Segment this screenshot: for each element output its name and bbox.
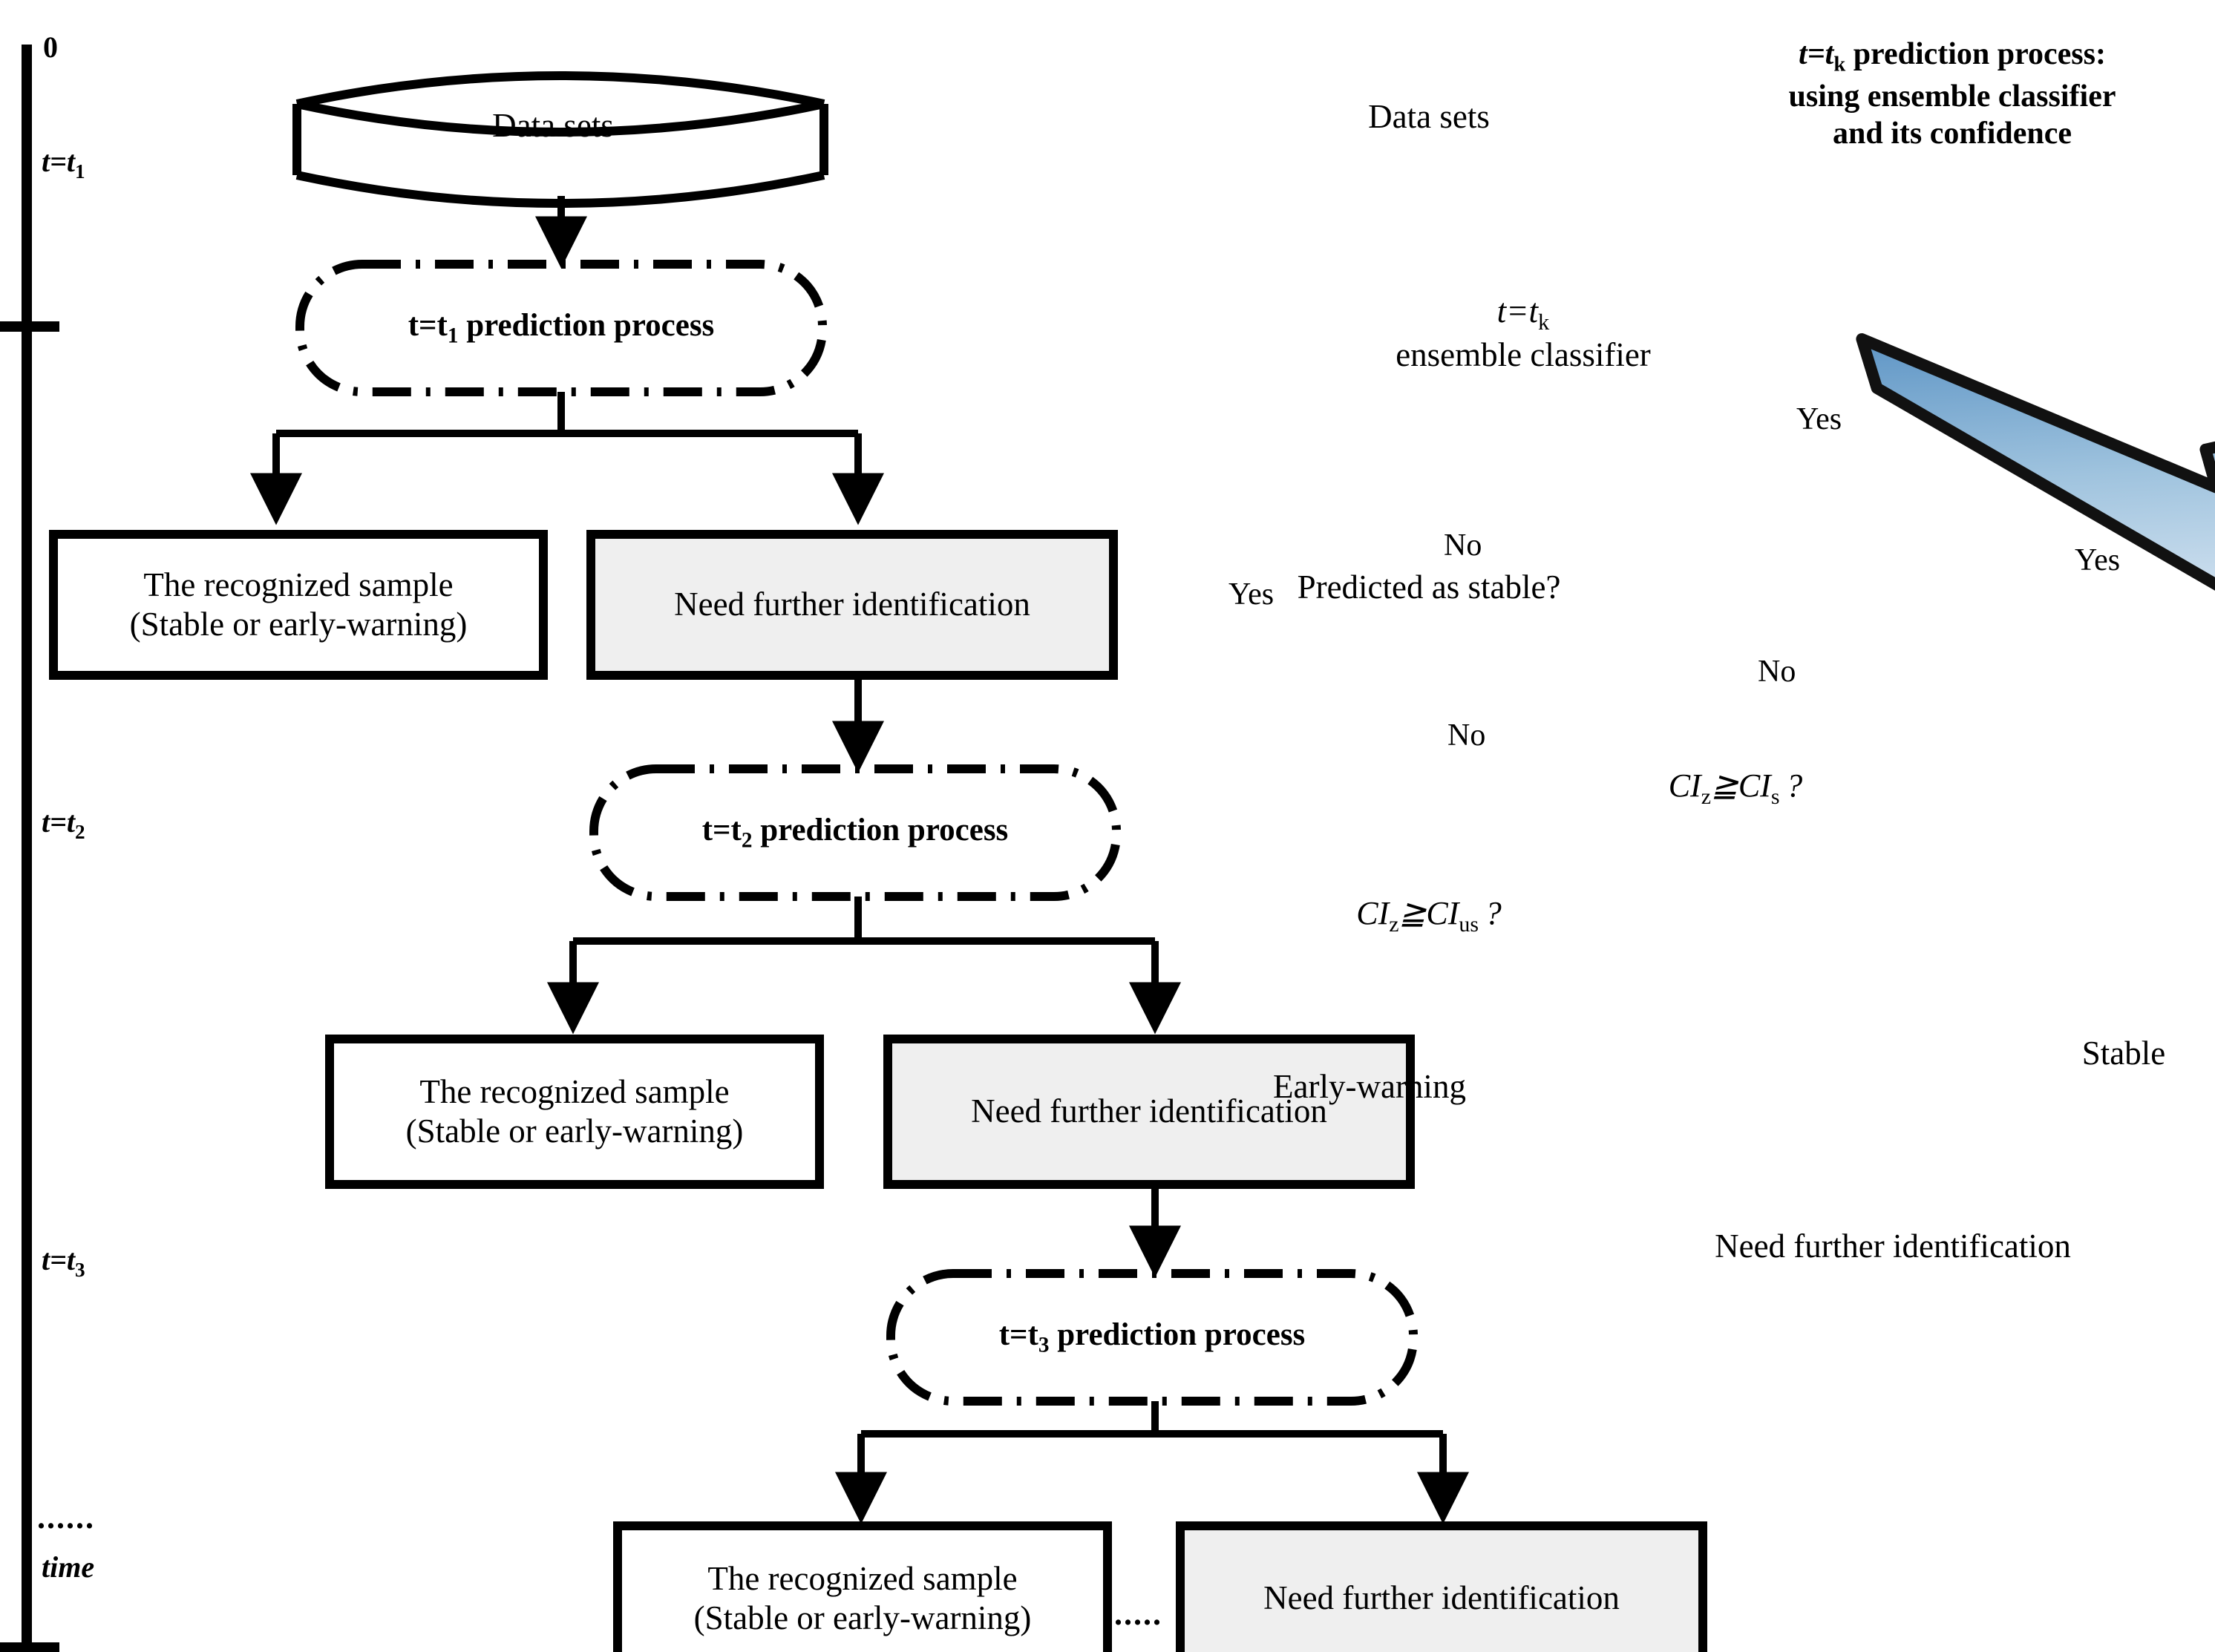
recognized-box-t1 xyxy=(49,530,548,680)
recognized-line1-t1: The recognized sample xyxy=(143,566,454,603)
early-warning-label: Early-warning xyxy=(1273,1068,1466,1106)
process-label-t3: t=t3 prediction process xyxy=(998,1317,1306,1357)
timeline-ellipsis: ...... xyxy=(37,1499,95,1535)
callout-arrow-icon xyxy=(1856,332,2215,612)
recognized-line1-t3: The recognized sample xyxy=(707,1559,1018,1597)
process-label-t2: t=t2 prediction process xyxy=(701,812,1009,853)
decision-label-ci-s: CIz≧CIs ? xyxy=(1668,767,1803,809)
tk-panel-header-line2: using ensemble classifier xyxy=(1788,79,2116,114)
right-datasets-label: Data sets xyxy=(1368,98,1490,136)
recognized-line2-t2: (Stable or early-warning) xyxy=(405,1112,744,1150)
tk-panel-header: t=tk prediction process: using ensemble … xyxy=(1715,36,2190,152)
stable-label: Stable xyxy=(2081,1035,2166,1072)
timeline-tick-t2-label: t=t2 xyxy=(42,805,85,843)
decision-label-ci-us: CIz≧CIus ? xyxy=(1356,894,1502,937)
left-datasets-cylinder xyxy=(292,71,828,208)
edge-label-cis-no: No xyxy=(1758,655,1796,689)
process-label-t1: t=t1 prediction process xyxy=(408,307,715,348)
further-box-t2 xyxy=(883,1035,1415,1189)
recognized-box-t3 xyxy=(613,1521,1112,1652)
classifier-line1: t=tk xyxy=(1496,292,1550,335)
process-box-t2 xyxy=(589,764,1121,901)
recognized-label-t2: The recognized sample (Stable or early-w… xyxy=(330,1039,819,1184)
timeline-axis-label: time xyxy=(42,1550,95,1584)
classifier-line2: ensemble classifier xyxy=(1396,336,1651,373)
timeline-tick-t3-label: t=t3 xyxy=(42,1243,85,1281)
process-box-t1 xyxy=(295,260,827,396)
recognized-label-t3: The recognized sample (Stable or early-w… xyxy=(618,1526,1108,1652)
recognized-line1-t2: The recognized sample xyxy=(419,1072,730,1110)
time-axis xyxy=(0,45,59,1652)
decision-label-predicted-stable: Predicted as stable? xyxy=(1297,568,1561,606)
recognized-box-t2 xyxy=(325,1035,824,1189)
recognized-line2-t1: (Stable or early-warning) xyxy=(129,606,468,643)
left-datasets-label: Data sets xyxy=(492,107,614,145)
tk-panel-header-line1: t=tk prediction process: xyxy=(1799,37,2106,76)
further-label-right: Need further identification xyxy=(1715,1227,2071,1265)
process-box-t3 xyxy=(886,1269,1418,1406)
edge-label-cius-yes: Yes xyxy=(1228,577,1275,612)
branch-t2 xyxy=(547,897,1181,1035)
edge-label-stable-no: No xyxy=(1444,528,1482,563)
further-box-t3 xyxy=(1176,1521,1707,1652)
further-box-t1 xyxy=(586,530,1118,680)
edge-label-cius-no: No xyxy=(1447,718,1486,753)
branch-t3 xyxy=(835,1401,1469,1524)
edge-label-cis-yes: Yes xyxy=(2075,543,2121,577)
further-label-t3: Need further identification xyxy=(1263,1579,1620,1617)
timeline-tick-t1-label: t=t1 xyxy=(42,145,85,183)
further-label-t2: Need further identification xyxy=(971,1092,1327,1130)
edge-label-stable-yes: Yes xyxy=(1796,402,1842,436)
bottom-ellipsis: ...... xyxy=(1105,1596,1162,1632)
recognized-line2-t3: (Stable or early-warning) xyxy=(693,1599,1032,1636)
timeline-zero-label: 0 xyxy=(43,30,58,64)
branch-t1 xyxy=(250,392,884,525)
recognized-label-t1: The recognized sample (Stable or early-w… xyxy=(53,534,543,675)
tk-panel-header-line3: and its confidence xyxy=(1832,117,2072,151)
ensemble-classifier-label: t=tk ensemble classifier xyxy=(1308,255,1738,411)
further-label-t1: Need further identification xyxy=(674,586,1030,623)
